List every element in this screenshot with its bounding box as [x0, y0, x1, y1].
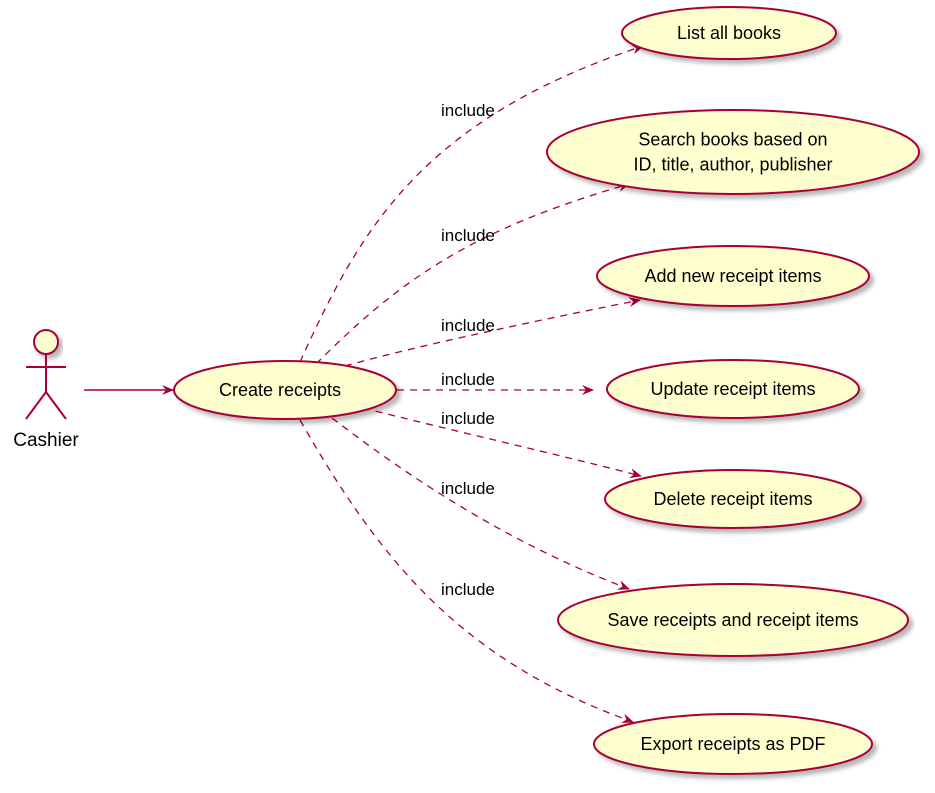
edges-layer: include include include include include inclu…	[299, 44, 644, 723]
include-label: include	[441, 101, 495, 120]
include-label: include	[441, 580, 495, 599]
use-case-search[interactable]: Search books based on ID, title, author, …	[546, 109, 920, 195]
include-edge-export	[299, 419, 634, 723]
use-case-list[interactable]: List all books	[621, 6, 837, 60]
use-case-label: Save receipts and receipt items	[607, 610, 858, 630]
include-edge-list	[299, 44, 644, 363]
include-label: include	[441, 316, 495, 335]
use-case-create-receipts[interactable]: Create receipts	[173, 360, 397, 420]
use-case-label: Delete receipt items	[653, 489, 812, 509]
use-case-save[interactable]: Save receipts and receipt items	[557, 583, 909, 657]
use-case-label: Create receipts	[219, 380, 341, 400]
actor-cashier[interactable]: Cashier	[13, 329, 79, 451]
use-case-label: Export receipts as PDF	[640, 734, 825, 754]
use-case-label: Add new receipt items	[644, 266, 821, 286]
use-case-label: List all books	[677, 23, 781, 43]
include-label: include	[441, 479, 495, 498]
actor-stick-figure-icon	[25, 329, 67, 420]
use-case-export[interactable]: Export receipts as PDF	[593, 713, 873, 775]
use-case-add[interactable]: Add new receipt items	[596, 245, 870, 307]
use-case-delete[interactable]: Delete receipt items	[604, 469, 862, 529]
actor-label: Cashier	[13, 430, 79, 451]
include-label: include	[441, 409, 495, 428]
include-edge-add	[344, 297, 641, 367]
use-case-label: ID, title, author, publisher	[633, 155, 832, 175]
include-edge-save	[331, 417, 630, 590]
include-edge-search	[315, 182, 630, 365]
include-label: include	[441, 226, 495, 245]
use-case-label: Search books based on	[638, 130, 827, 150]
use-case-update[interactable]: Update receipt items	[606, 359, 860, 419]
include-label: include	[441, 370, 495, 389]
include-edge-delete	[362, 407, 642, 479]
use-case-label: Update receipt items	[650, 379, 815, 399]
